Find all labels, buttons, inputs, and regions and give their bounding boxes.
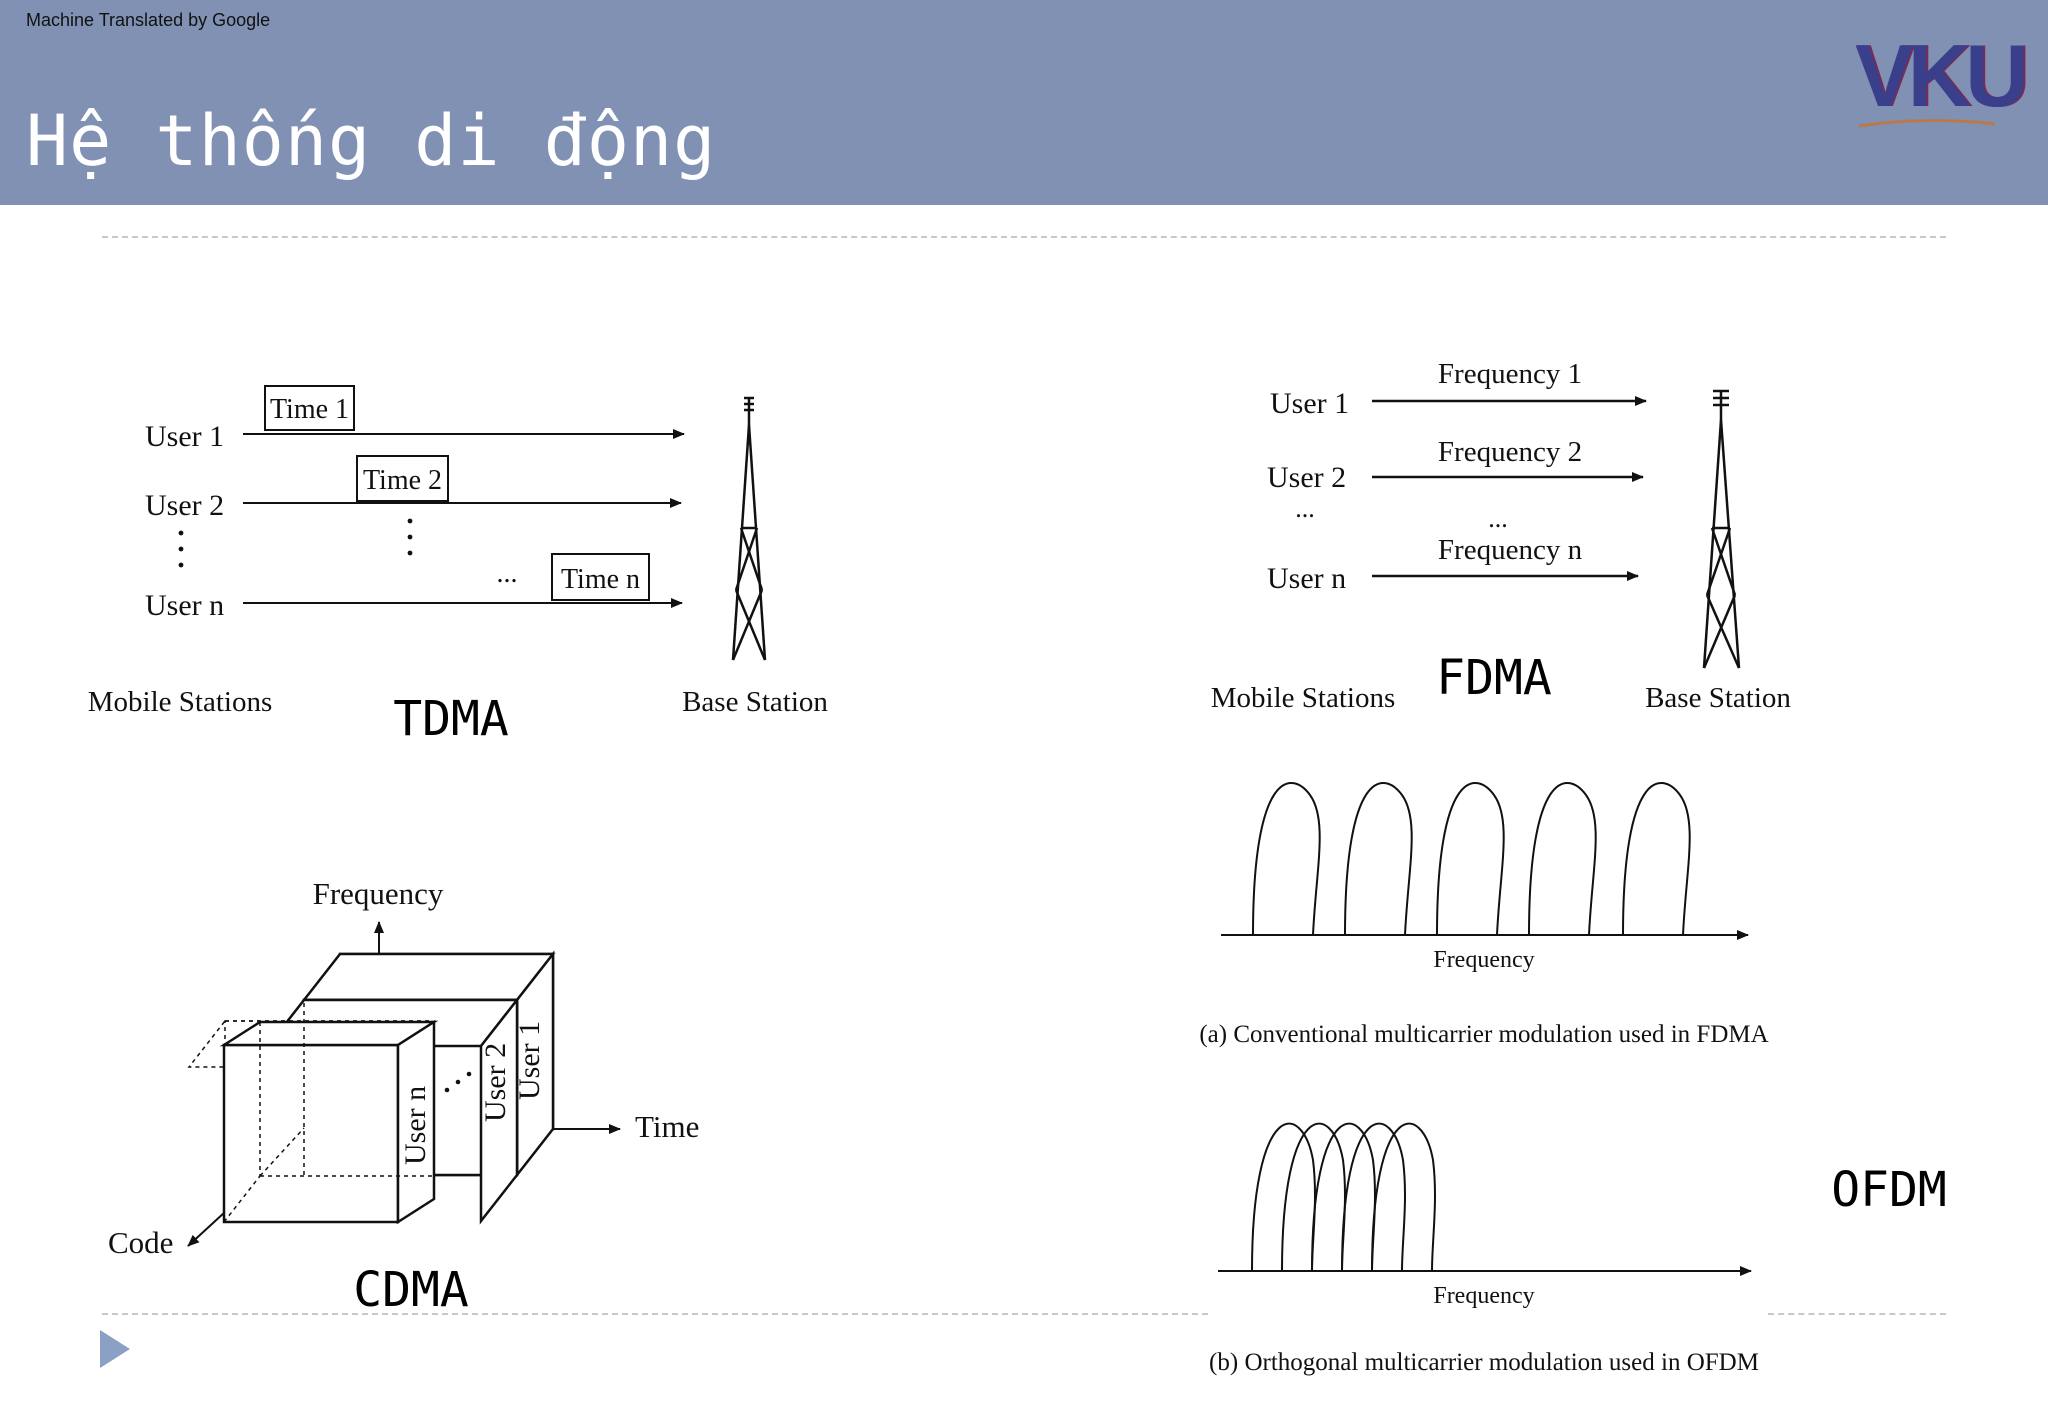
tdma-time-1-box [264, 385, 355, 431]
fdma-frequency-1-label: Frequency 1 [1438, 358, 1582, 390]
page-title: Hệ thống di động [26, 100, 717, 182]
cdma-user-n-label: User n [399, 1086, 432, 1165]
bottom-divider-right [1768, 1313, 1946, 1315]
tdma-vertical-dots-slots [407, 518, 413, 556]
ofdm-panel-a: Frequency (a) Conventional multicarrier … [1199, 782, 1769, 1048]
tdma-vertical-dots-users [178, 530, 184, 568]
tdma-user-2-label: User 2 [145, 489, 224, 522]
fdma-frequency-n-label: Frequency n [1438, 534, 1583, 566]
slide-header: Machine Translated by Google Hệ thống di… [0, 0, 2048, 205]
fdma-title: FDMA [1436, 650, 1552, 706]
cdma-code-axis [187, 1211, 226, 1247]
logo-text: VKU [1855, 26, 2029, 125]
fdma-mobile-stations-label: Mobile Stations [1211, 682, 1395, 714]
ofdm-panel-b-frequency-label: Frequency [1433, 1283, 1534, 1309]
tdma-time-n-box [551, 553, 650, 601]
fdma-frequency-2-label: Frequency 2 [1438, 436, 1582, 468]
tdma-user-1-label: User 1 [145, 420, 224, 453]
tdma-title: TDMA [393, 691, 509, 747]
triangle-right-icon[interactable] [100, 1330, 130, 1368]
fdma-user-1-label: User 1 [1270, 387, 1349, 420]
cdma-time-axis-label: Time [635, 1109, 699, 1144]
ofdm-panel-b-caption: (b) Orthogonal multicarrier modulation u… [1209, 1349, 1759, 1376]
cdma-user-1-label: User 1 [513, 1021, 546, 1100]
tdma-base-station-tower-icon [731, 396, 767, 661]
cdma-diagram: Frequency Time Code [108, 876, 699, 1318]
tdma-mobile-stations-label: Mobile Stations [88, 686, 272, 718]
cdma-front-box [219, 1000, 439, 1225]
ofdm-title: OFDM [1831, 1162, 1947, 1218]
bottom-divider-left [102, 1313, 1208, 1315]
ofdm-panel-a-frequency-label: Frequency [1433, 947, 1534, 973]
cdma-code-axis-label: Code [108, 1225, 173, 1260]
tdma-diagram: User 1 User 2 User n Time 1 Time 2 Time … [88, 385, 828, 747]
ofdm-panel-a-caption: (a) Conventional multicarrier modulation… [1199, 1021, 1768, 1048]
top-divider [102, 236, 1946, 238]
fdma-user-ellipsis: ... [1295, 494, 1315, 523]
fdma-base-station-label: Base Station [1645, 682, 1791, 714]
tdma-user-n-label: User n [145, 589, 224, 622]
fdma-diagram: User 1 User 2 User n ... Frequency 1 Fre… [1211, 358, 1792, 714]
cdma-user-2-label: User 2 [479, 1043, 512, 1122]
tdma-time-2-box [356, 455, 449, 502]
vku-logo: VKU [1855, 32, 2029, 133]
fdma-base-station-tower-icon [1702, 389, 1741, 669]
cdma-title: CDMA [353, 1262, 469, 1318]
fdma-user-2-label: User 2 [1267, 461, 1346, 494]
cdma-ellipsis-dots [444, 1071, 472, 1093]
tdma-base-station-label: Base Station [682, 686, 828, 718]
ofdm-diagram: Frequency (a) Conventional multicarrier … [1199, 782, 1947, 1376]
ofdm-panel-b: Frequency (b) Orthogonal multicarrier mo… [1209, 1122, 1759, 1376]
fdma-user-n-label: User n [1267, 562, 1346, 595]
machine-translated-note: Machine Translated by Google [26, 10, 271, 30]
ofdm-panel-b-subcarriers [1251, 1122, 1436, 1272]
fdma-frequency-ellipsis: ... [1488, 504, 1508, 533]
ofdm-panel-a-subcarriers [1252, 782, 1691, 936]
tdma-time-n-label: Time n [561, 564, 640, 595]
tdma-time-1-label: Time 1 [270, 394, 349, 425]
logo-swoosh-icon [1858, 118, 1996, 128]
tdma-ellipsis: ... [497, 558, 518, 589]
cdma-frequency-axis-label: Frequency [313, 876, 444, 911]
tdma-time-2-label: Time 2 [363, 465, 442, 496]
